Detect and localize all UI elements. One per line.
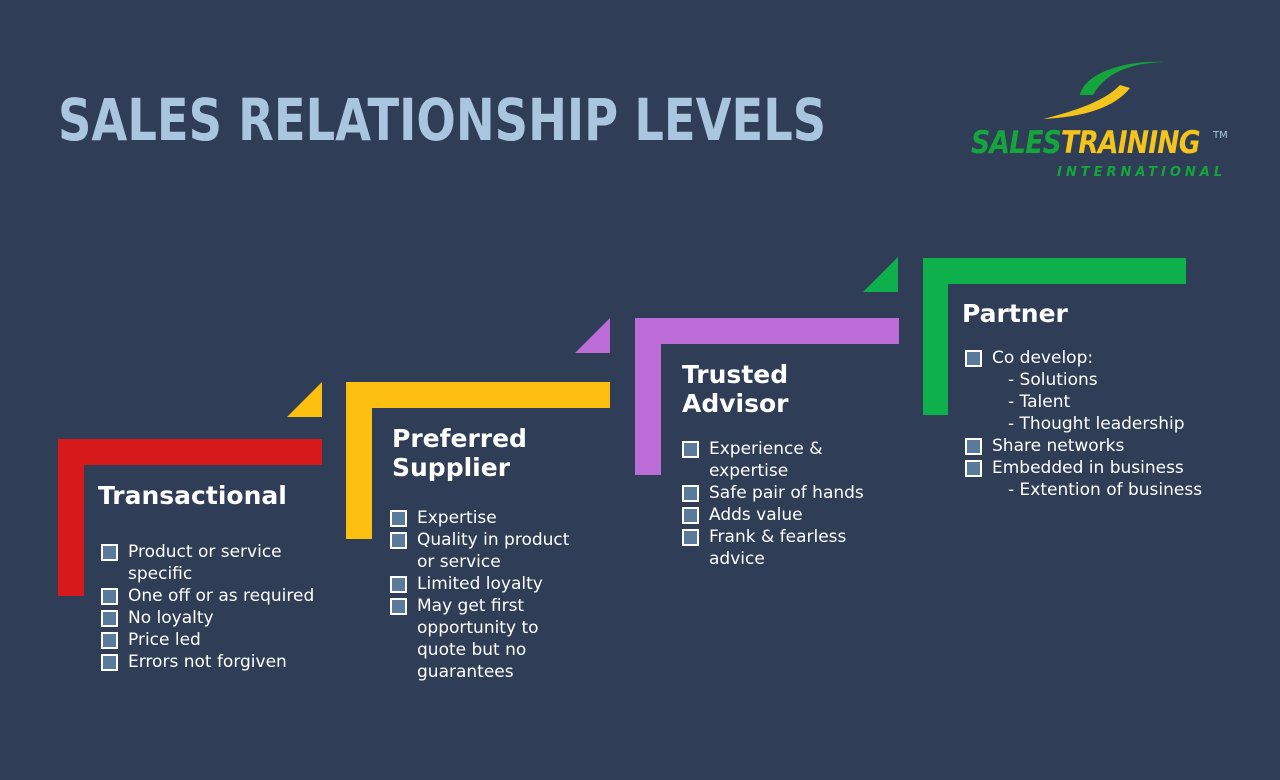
list-item: May get first opportunity to quote but n… bbox=[390, 595, 570, 683]
list-subitem: - Thought leadership bbox=[1008, 414, 1185, 434]
stage-title-transactional: Transactional bbox=[98, 481, 287, 510]
logo-trademark: TM bbox=[1213, 130, 1228, 141]
list-item: Expertise bbox=[390, 507, 570, 529]
stage-title-line: Trusted bbox=[682, 360, 789, 389]
stage-title-trusted-advisor: Trusted Advisor bbox=[682, 360, 789, 418]
list-item: No loyalty bbox=[101, 607, 316, 629]
list-item-text: Errors not forgiven bbox=[128, 652, 287, 672]
list-item-text: Quality in product or service bbox=[417, 530, 570, 572]
list-item-text: Experience & expertise bbox=[709, 439, 823, 481]
logo-subtitle: INTERNATIONAL bbox=[1057, 165, 1227, 180]
checkbox-icon bbox=[390, 598, 407, 615]
logo-wordmark: SALESTRAINING bbox=[971, 125, 1201, 161]
checkbox-icon bbox=[101, 654, 118, 671]
stage-title-line: Partner bbox=[962, 299, 1068, 328]
checkbox-icon bbox=[965, 350, 982, 367]
logo-training-text: TRAINING bbox=[1060, 125, 1201, 161]
checkbox-icon bbox=[390, 532, 407, 549]
list-item-text: One off or as required bbox=[128, 586, 315, 606]
partner-bar-top bbox=[923, 258, 1186, 284]
list-item: Errors not forgiven bbox=[101, 651, 316, 673]
checkbox-icon bbox=[682, 507, 699, 524]
list-item: Share networks bbox=[965, 435, 1235, 457]
preferred-step-arrow bbox=[575, 318, 610, 353]
checkbox-icon bbox=[101, 610, 118, 627]
list-item-text: Expertise bbox=[417, 508, 497, 528]
checkbox-icon bbox=[965, 460, 982, 477]
stage-title-line: Supplier bbox=[392, 453, 511, 482]
stage-title-preferred-supplier: Preferred Supplier bbox=[392, 424, 527, 482]
swoosh-icon bbox=[1043, 61, 1165, 119]
list-item: Limited loyalty bbox=[390, 573, 570, 595]
checkbox-icon bbox=[390, 576, 407, 593]
preferred-bar-left bbox=[346, 382, 372, 539]
list-item-text: No loyalty bbox=[128, 608, 214, 628]
trusted-advisor-list: Experience & expertise Safe pair of hand… bbox=[682, 438, 897, 570]
checkbox-icon bbox=[101, 544, 118, 561]
checkbox-icon bbox=[965, 438, 982, 455]
list-item-text: May get first opportunity to quote but n… bbox=[417, 596, 539, 682]
list-item: Adds value bbox=[682, 504, 897, 526]
list-item-text: Embedded in business bbox=[992, 458, 1184, 478]
transactional-step-arrow bbox=[287, 382, 322, 417]
list-item: Experience & expertise bbox=[682, 438, 897, 482]
list-item: Embedded in business bbox=[965, 457, 1235, 479]
checkbox-icon bbox=[682, 441, 699, 458]
trusted-step-arrow bbox=[863, 257, 898, 292]
list-item: Co develop: bbox=[965, 347, 1235, 369]
list-item: Frank & fearless advice bbox=[682, 526, 897, 570]
list-item-text: Product or service specific bbox=[128, 542, 282, 584]
stage-title-partner: Partner bbox=[962, 299, 1068, 328]
page-title: SALES RELATIONSHIP LEVELS bbox=[58, 86, 827, 154]
checkbox-icon bbox=[682, 485, 699, 502]
partner-list: Co develop: - Solutions - Talent - Thoug… bbox=[965, 347, 1235, 501]
transactional-bar-left bbox=[58, 439, 84, 596]
list-subitem: - Solutions bbox=[1008, 370, 1098, 390]
list-item-text: Frank & fearless advice bbox=[709, 527, 847, 569]
list-subitem: - Extention of business bbox=[1008, 480, 1203, 500]
list-item-text: Limited loyalty bbox=[417, 574, 543, 594]
partner-bar-left bbox=[923, 258, 948, 415]
preferred-supplier-list: Expertise Quality in product or service … bbox=[390, 507, 570, 683]
trusted-bar-left bbox=[635, 318, 661, 475]
stage-title-line: Advisor bbox=[682, 389, 789, 418]
transactional-bar-top bbox=[58, 439, 322, 465]
checkbox-icon bbox=[101, 588, 118, 605]
checkbox-icon bbox=[682, 529, 699, 546]
list-item-text: Price led bbox=[128, 630, 201, 650]
preferred-bar-top bbox=[346, 382, 610, 408]
list-item: Product or service specific bbox=[101, 541, 316, 585]
list-item: Safe pair of hands bbox=[682, 482, 897, 504]
stage-title-line: Transactional bbox=[98, 481, 287, 510]
list-item: One off or as required bbox=[101, 585, 316, 607]
logo-sales-text: SALES bbox=[971, 125, 1062, 161]
list-subitem: - Talent bbox=[1008, 392, 1071, 412]
list-item-text: Safe pair of hands bbox=[709, 483, 864, 503]
transactional-list: Product or service specific One off or a… bbox=[101, 541, 316, 673]
trusted-bar-top bbox=[635, 318, 899, 344]
checkbox-icon bbox=[390, 510, 407, 527]
list-item: Quality in product or service bbox=[390, 529, 570, 573]
list-item: Price led bbox=[101, 629, 316, 651]
sales-training-logo: SALESTRAINING TM INTERNATIONAL bbox=[965, 55, 1240, 190]
list-item-text: Adds value bbox=[709, 505, 803, 525]
list-item-text: Co develop: bbox=[992, 348, 1094, 368]
list-item-text: Share networks bbox=[992, 436, 1125, 456]
stage-title-line: Preferred bbox=[392, 424, 527, 453]
checkbox-icon bbox=[101, 632, 118, 649]
